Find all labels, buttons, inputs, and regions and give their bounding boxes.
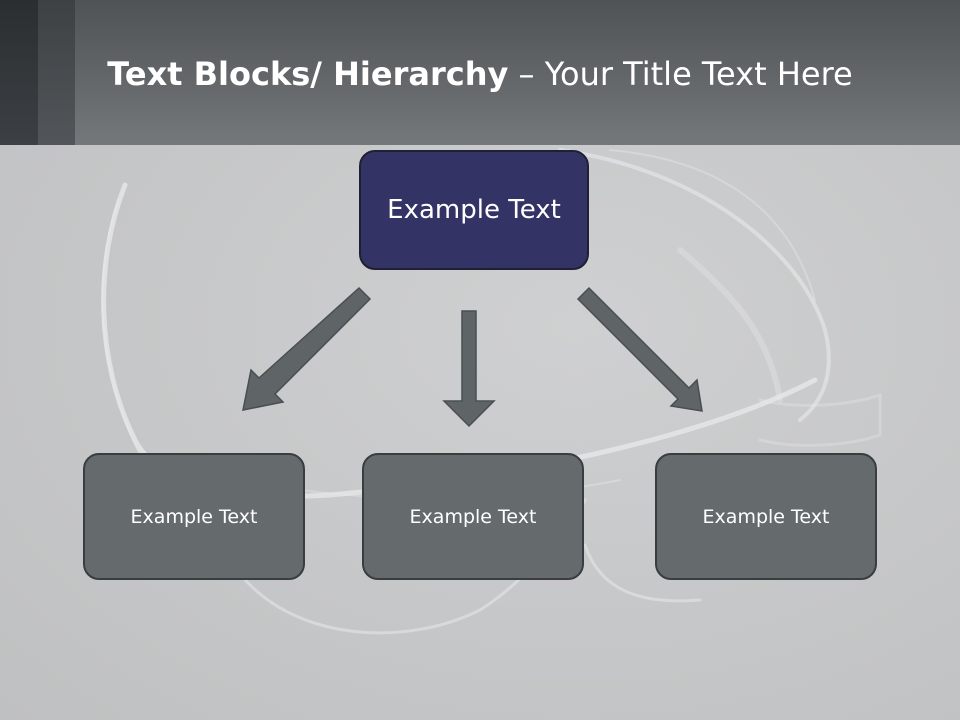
arrow-to-right: [576, 286, 703, 412]
root-node[interactable]: Example Text: [359, 150, 589, 270]
arrow-to-center: [442, 310, 496, 428]
header-accent-strip: [0, 0, 38, 145]
arrow-to-left: [242, 286, 372, 411]
slide-title: Text Blocks/ Hierarchy – Your Title Text…: [0, 52, 960, 96]
header-accent-strip-light: [38, 0, 75, 145]
child-node-right[interactable]: Example Text: [655, 453, 877, 580]
slide-title-bold: Text Blocks/ Hierarchy: [107, 55, 509, 93]
title-bar: Text Blocks/ Hierarchy – Your Title Text…: [0, 0, 960, 145]
child-node-center[interactable]: Example Text: [362, 453, 584, 580]
slide-title-separator: –: [518, 55, 535, 93]
child-node-left[interactable]: Example Text: [83, 453, 305, 580]
slide-title-light: Your Title Text Here: [544, 55, 853, 93]
